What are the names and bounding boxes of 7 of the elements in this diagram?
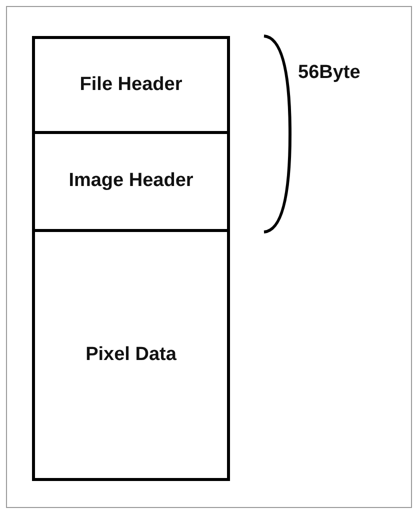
block-label: File Header bbox=[80, 72, 182, 97]
size-label: 56Byte bbox=[298, 61, 360, 85]
block-label: Image Header bbox=[68, 169, 194, 194]
block-box bbox=[32, 229, 230, 481]
block-label: Pixel Data bbox=[86, 342, 176, 367]
block-box bbox=[32, 36, 230, 134]
block-box bbox=[32, 131, 230, 232]
